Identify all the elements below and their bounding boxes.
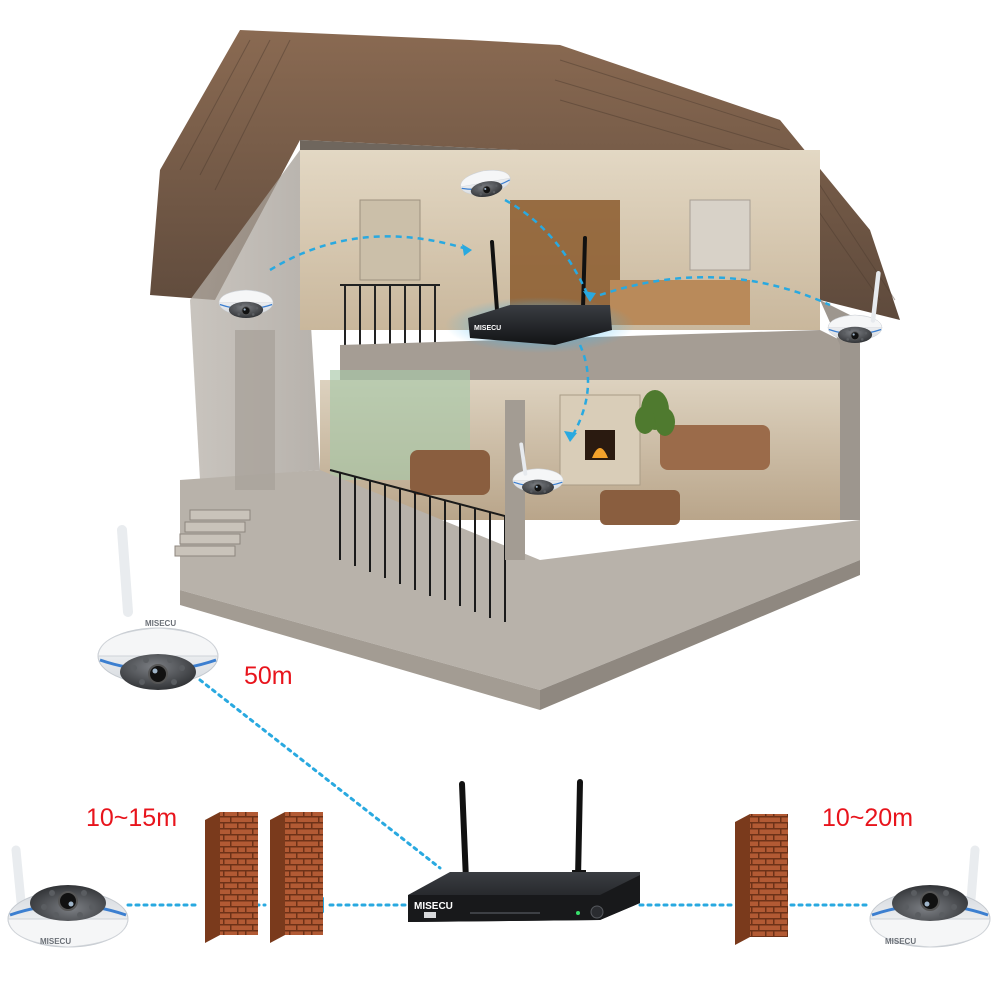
antenna-icon xyxy=(490,240,499,312)
camera-brand-label: MISECU xyxy=(145,619,176,628)
house-nvr: MISECU xyxy=(445,236,635,353)
nvr-recorder-icon: MISECU xyxy=(408,779,640,922)
distance-label-right: 10~20m xyxy=(822,804,914,832)
nvr-brand-label: MISECU xyxy=(414,901,453,912)
distance-label-left: 10~15m xyxy=(86,804,178,832)
camera-bottom-right: MISECU xyxy=(868,845,992,949)
brick-wall-icon xyxy=(205,812,788,945)
camera-upper-right xyxy=(827,270,883,344)
brand-label-small: MISECU xyxy=(474,325,501,332)
signal-line-50m xyxy=(198,678,442,870)
camera-bottom-left: MISECU xyxy=(6,845,130,949)
camera-brand-label: MISECU xyxy=(885,937,916,946)
house-illustration xyxy=(150,30,900,710)
camera-top-left: MISECU xyxy=(96,525,220,692)
distance-label-50m: 50m xyxy=(244,662,293,690)
camera-brand-label: MISECU xyxy=(40,937,71,946)
camera-lower-middle xyxy=(512,442,564,496)
house-signal-paths xyxy=(269,198,831,441)
